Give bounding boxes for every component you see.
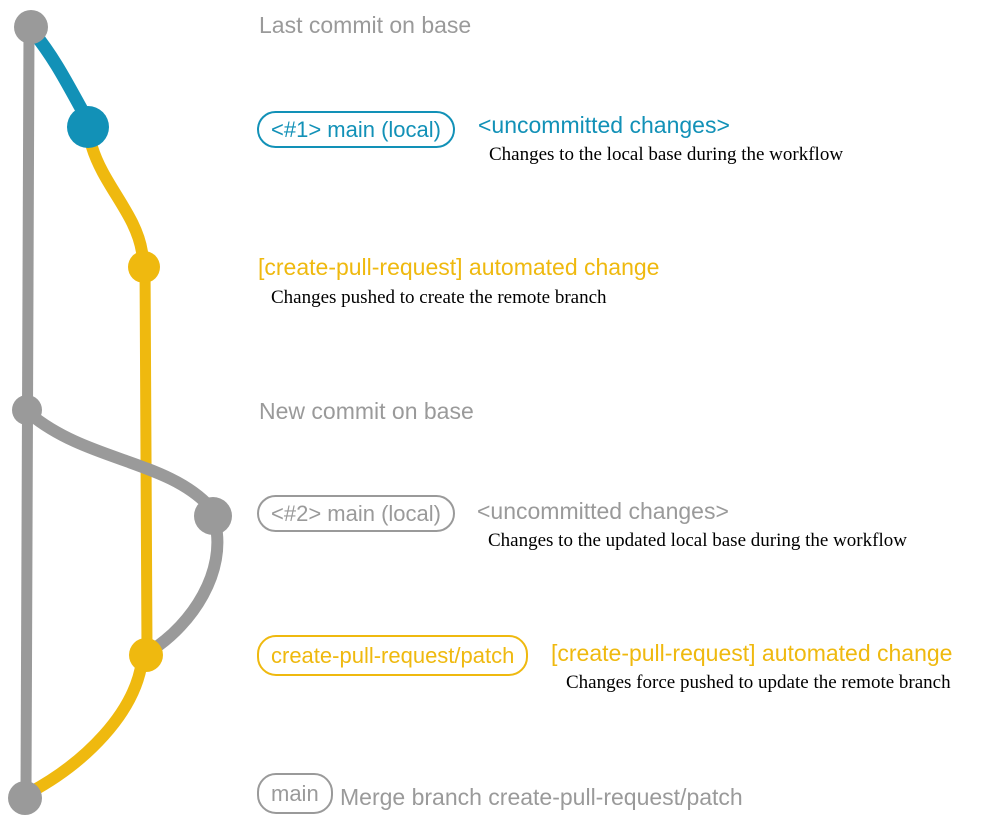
commit-message-merge: Merge branch create-pull-request/patch bbox=[340, 784, 743, 810]
branch-line-patch-start bbox=[86, 141, 148, 258]
branch-tag-create-pull-request-patch: create-pull-request/patch bbox=[257, 635, 529, 676]
commit-node-main-local-2 bbox=[194, 497, 232, 535]
commit-message-new-base: New commit on base bbox=[259, 398, 474, 424]
note-uncommitted-1: Changes to the local base during the wor… bbox=[489, 144, 844, 165]
commit-node-last-base bbox=[14, 10, 48, 44]
commit-message-automated-1: [create-pull-request] automated change bbox=[258, 254, 660, 280]
commit-message-last-base: Last commit on base bbox=[259, 12, 472, 38]
note-automated-2: Changes force pushed to update the remot… bbox=[566, 672, 951, 693]
branch-line-rebase bbox=[146, 516, 224, 656]
branch-tag-main-local-2: <#2> main (local) bbox=[257, 495, 455, 532]
branch-tag-main: main bbox=[257, 773, 333, 814]
branch-line-main-local-2 bbox=[24, 408, 217, 514]
commit-message-automated-2: [create-pull-request] automated change bbox=[551, 640, 953, 666]
commit-node-merge bbox=[8, 781, 42, 815]
commit-message-uncommitted-2: <uncommitted changes> bbox=[477, 498, 729, 524]
note-uncommitted-2: Changes to the updated local base during… bbox=[488, 530, 907, 551]
commit-node-new-base bbox=[12, 395, 42, 425]
branch-line-main-local-1 bbox=[27, 26, 94, 126]
commit-node-automated-change-1 bbox=[128, 251, 160, 283]
git-graph bbox=[8, 10, 232, 815]
commit-message-uncommitted-1: <uncommitted changes> bbox=[478, 112, 730, 138]
commit-node-main-local-1 bbox=[67, 106, 109, 148]
note-automated-1: Changes pushed to create the remote bran… bbox=[271, 287, 607, 308]
branch-line-patch-vertical bbox=[139, 256, 153, 656]
branch-tag-main-local-1: <#1> main (local) bbox=[257, 111, 455, 148]
branch-line-merge bbox=[23, 655, 148, 799]
commit-node-automated-change-2 bbox=[129, 638, 163, 672]
